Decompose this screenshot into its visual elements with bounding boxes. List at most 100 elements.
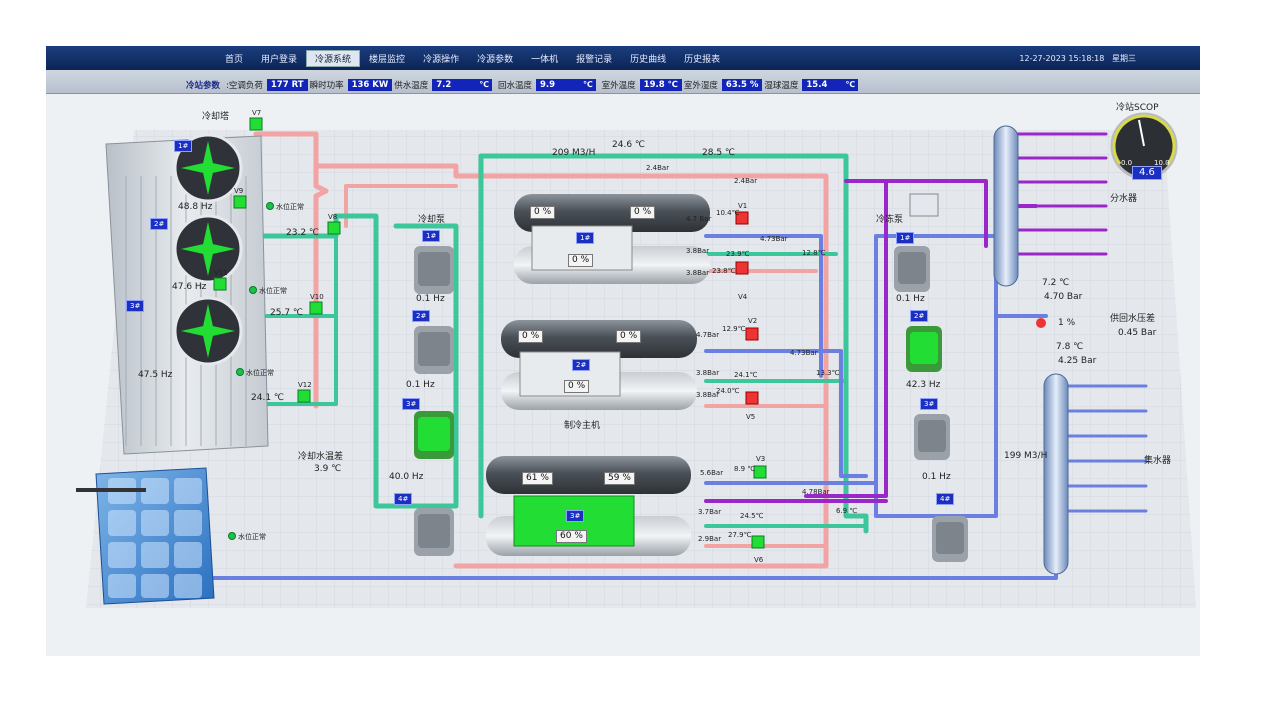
tower-temp-2: 25.7 ℃ [270,308,304,318]
chiller2-p3: 3.8Bar [696,369,720,377]
main-pressure: 2.4Bar [646,164,670,172]
nav-all-in-one[interactable]: 一体机 [531,54,559,65]
chilled-pump-loop [874,234,998,518]
cooling-pump-2-id: 2# [412,310,431,322]
valve-v8-label: V8 [328,213,338,221]
nav-floor-monitor[interactable]: 楼层监控 [369,54,406,65]
nav-alarm-log[interactable]: 报警记录 [576,54,613,65]
nav-history-report[interactable]: 历史报表 [684,54,721,65]
chiller3-load: 60 % [556,530,587,543]
bypass-valve-indicator [1036,318,1046,328]
cooling-tower [105,133,269,455]
cooling-pump-2[interactable] [414,326,454,374]
valve-v1[interactable] [735,211,749,225]
chiller3-comp1: 61 % [522,472,553,485]
chiller3-t4: 27.9℃ [728,531,752,539]
valve-v5[interactable] [745,391,759,405]
valve-v10[interactable] [309,301,323,315]
process-diagram [76,112,1196,608]
cooling-pump-4[interactable] [414,508,454,556]
cooling-pump-1-hz: 0.1 Hz [416,294,445,304]
chiller1-v-top: V1 [738,202,748,210]
tower-level-1-indicator [266,202,274,210]
scop-value: 4.6 [1132,166,1162,180]
top-navbar: 首页 用户登录 冷源系统 楼层监控 冷源操作 冷源参数 一体机 报警记录 历史曲… [46,46,1200,70]
return-temp-unit: ℃ [579,78,596,91]
chiller2-t3: 24.1℃ [734,371,758,379]
chiller1-comp2: 0 % [630,206,656,219]
pump-manifold-pipe [393,223,459,509]
pressure-diff-value: 0.45 Bar [1118,328,1157,338]
pressure-diff-label: 供回水压差 [1110,314,1156,324]
scop-min: 0.0 [1121,159,1133,167]
datetime-text: 12-27-2023 15:18:18 [1019,53,1105,63]
chiller1-v-bottom: V4 [738,293,748,301]
chiller2-t4: 24.0℃ [716,387,740,395]
nav-user-login[interactable]: 用户登录 [261,54,298,65]
bypass-pipe-a [844,179,988,248]
chiller2-p1: 4.7Bar [696,331,720,339]
valve-v6[interactable] [751,535,765,549]
valve-v2[interactable] [745,327,759,341]
outdoor-temp-value: 19.8 ℃ [639,78,682,91]
chilled-pump-3-id: 3# [920,398,939,410]
chilled-pump-label: 冷冻泵 [876,215,904,225]
power-value: 136 KW [347,78,393,91]
cooling-return-main [478,153,869,534]
load-label: :空调负荷 [226,80,263,91]
chiller2-evap-pipe [704,349,868,478]
tower-level-3-indicator [236,368,244,376]
chiller3-t1: 8.9 ℃ [734,465,756,473]
nav-history-curve[interactable]: 历史曲线 [630,54,667,65]
tower-fan-2[interactable] [173,214,243,284]
load-value: 177 RT [266,78,308,91]
bypass-pipe-b [804,179,888,498]
chilled-pump-1[interactable] [894,246,930,292]
chilled-pumps [894,246,968,562]
wetbulb-value: 15.4 [802,78,843,91]
nav-home[interactable]: 首页 [225,54,244,65]
chiller1-id: 1# [576,232,595,244]
nav-cooling-params[interactable]: 冷源参数 [477,54,514,65]
valve-v9[interactable] [233,195,247,209]
tower-hot-pipe [253,131,329,409]
nav-cooling-ops[interactable]: 冷源操作 [423,54,460,65]
supply-header-pressure: 4.70 Bar [1044,292,1083,302]
valve-v11[interactable] [213,277,227,291]
outdoor-rh-label: 室外湿度 [683,80,718,91]
chilled-pump-2[interactable] [906,326,942,372]
return-header [1043,373,1069,575]
valve-v8[interactable] [327,221,341,235]
scop-label: 冷站SCOP [1116,103,1159,113]
cooling-pump-3-hz: 40.0 Hz [389,472,424,482]
chiller3-v-top: V3 [756,455,766,463]
valve-v12[interactable] [297,389,311,403]
chiller2-comp1: 0 % [518,330,544,343]
power-label: 瞬时功率 [309,80,344,91]
valve-v7[interactable] [249,117,263,131]
chiller-1[interactable] [514,194,710,284]
datetime-display: 12-27-2023 15:18:18 星期三 [1019,53,1136,64]
water-tank [76,467,215,605]
chilled-pump-1-hz: 0.1 Hz [896,294,925,304]
valve-v4[interactable] [735,261,749,275]
cooling-pump-1-id: 1# [422,230,441,242]
cooling-pump-label: 冷却泵 [418,215,446,225]
cooling-pump-1[interactable] [414,246,454,294]
nav-cooling-system[interactable]: 冷源系统 [306,49,361,67]
chilled-pump-3[interactable] [914,414,950,460]
return-header-branches [1064,384,1148,513]
valve-v7-label: V7 [252,109,262,117]
cooling-pump-2-hz: 0.1 Hz [406,380,435,390]
tower-fan-3[interactable] [173,296,243,366]
chiller3-t2: 6.9 ℃ [836,507,858,515]
tower-temp-3: 24.1 ℃ [251,393,285,403]
params-title: 冷站参数 [186,80,221,91]
cooling-pump-3[interactable] [414,411,454,459]
supply-header-label: 分水器 [1110,194,1138,204]
tower-branch-pipe [344,184,458,228]
chiller3-t3: 24.5℃ [740,512,764,520]
chilled-pump-4[interactable] [932,516,968,562]
weekday-text: 星期三 [1112,53,1136,63]
valve-v3[interactable] [753,465,767,479]
